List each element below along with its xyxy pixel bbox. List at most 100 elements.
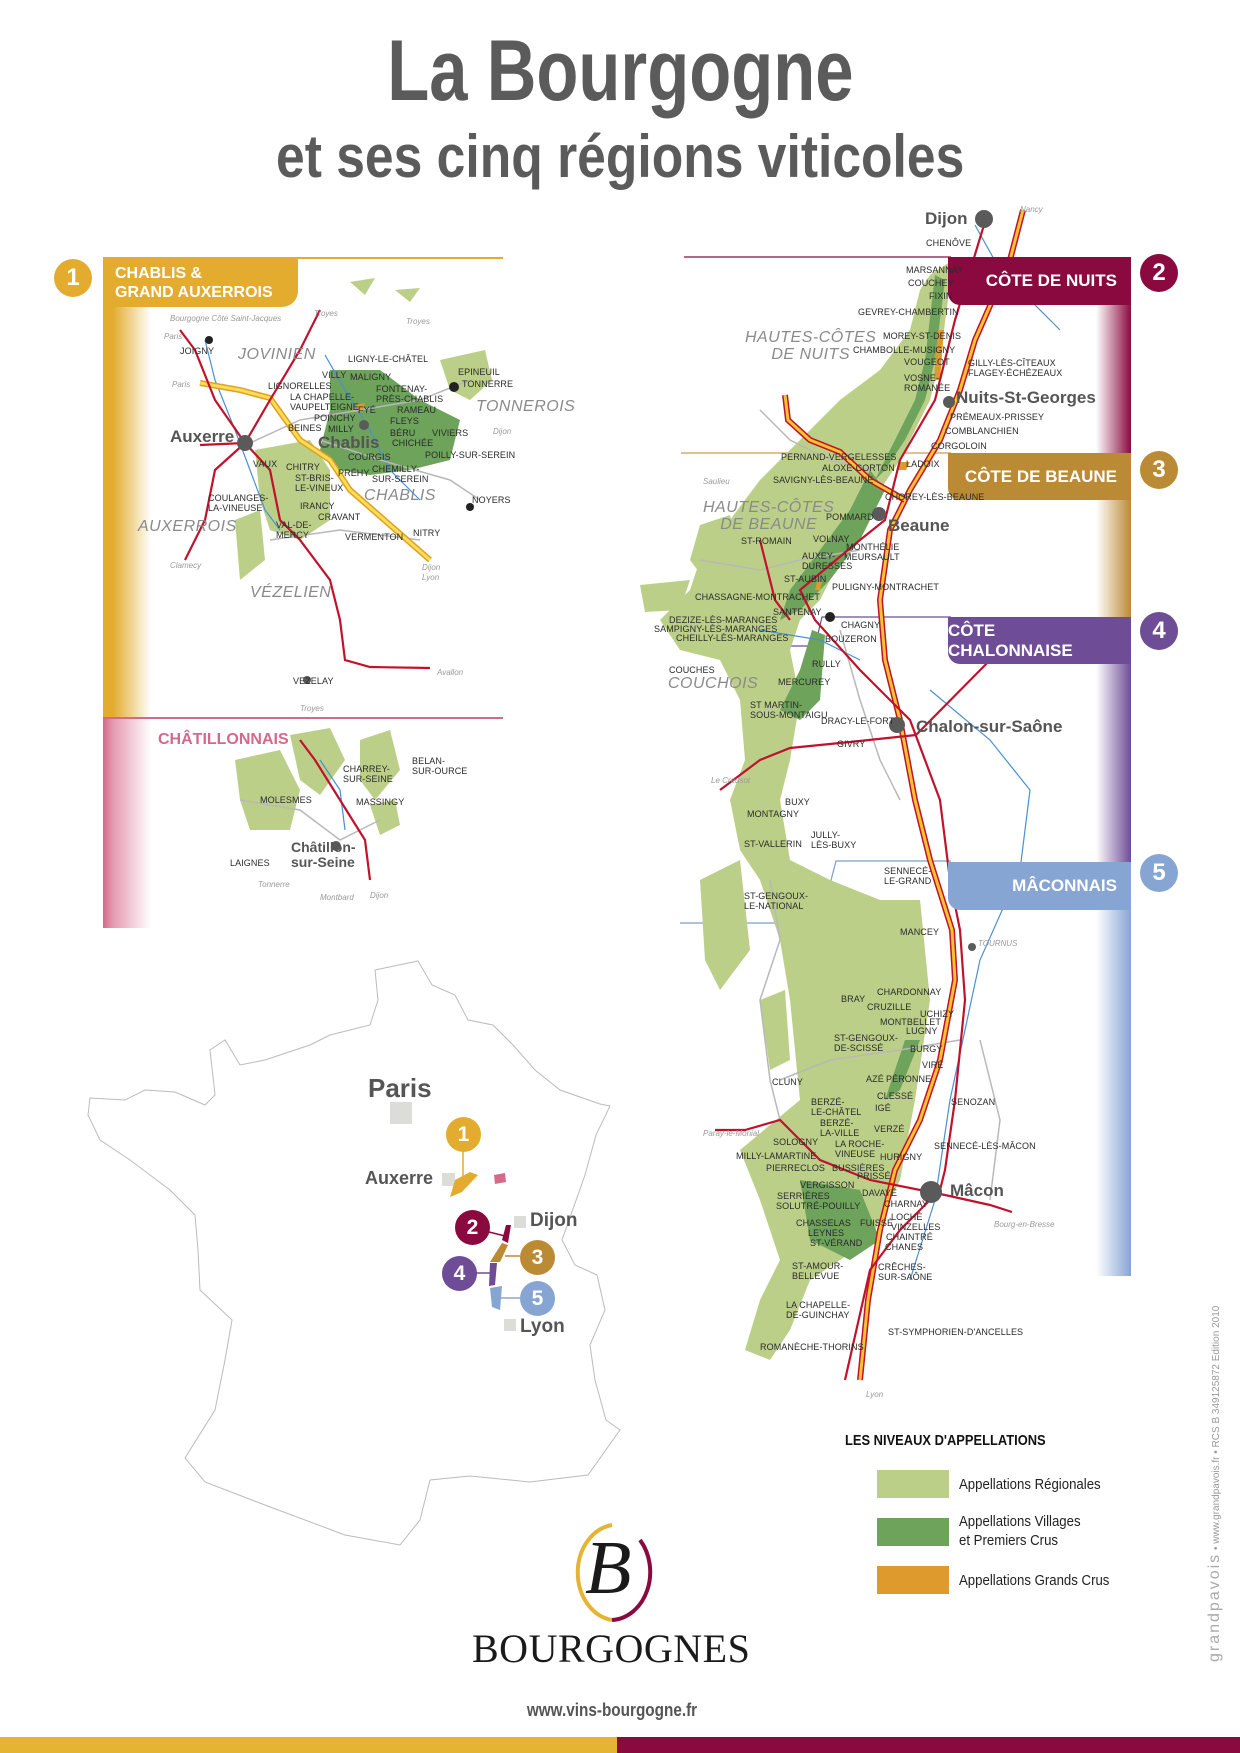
auxerre-square (442, 1173, 455, 1186)
place-label: Dijon (370, 891, 389, 900)
place-label: JULLY- LÈS-BUXY (811, 830, 857, 850)
legend-label-grand-cru: Appellations Grands Crus (959, 1572, 1110, 1589)
place-label: CORGOLOIN (931, 441, 987, 451)
place-label: HURIGNY (880, 1152, 923, 1162)
place-label: MANCEY (900, 927, 940, 937)
place-label: COUCHEY (908, 278, 954, 288)
place-label: SAMPIGNY-LÈS-MARANGES (654, 624, 778, 634)
place-label: ST-GENGOUX- LE-NATIONAL (744, 891, 809, 911)
region-number-4: 4 (1140, 612, 1178, 650)
place-label: BRAY (841, 994, 866, 1004)
place-label: LEYNES (808, 1228, 845, 1238)
france-marker-2[interactable]: 2 (455, 1210, 490, 1245)
chatillonnais-frame-line (103, 717, 503, 719)
place-label: AUXEY- DURESSES (802, 551, 853, 571)
place-label: MONTHÉLIE (846, 542, 900, 552)
chatillonnais-title: CHÂTILLONNAIS (158, 731, 289, 748)
region-tab-cote-chalonnaise[interactable]: CÔTE CHALONNAISE (948, 617, 1131, 664)
place-label: POINCHY (314, 413, 356, 423)
place-label: CHANES (885, 1242, 924, 1252)
place-label: Saulieu (703, 477, 730, 486)
place-label: ST-AMOUR- BELLEVUE (792, 1261, 844, 1281)
france-city-lyon: Lyon (520, 1316, 565, 1337)
france-marker-1[interactable]: 1 (446, 1117, 481, 1152)
place-label: BÉRU (390, 428, 416, 438)
region-tab-maconnais[interactable]: MÂCONNAIS (948, 862, 1131, 910)
place-label: PULIGNY-MONTRACHET (832, 582, 939, 592)
page-subtitle: et ses cinq régions viticoles (275, 123, 965, 190)
national-roads (179, 224, 1013, 1381)
website-link[interactable]: www.vins-bourgogne.fr (526, 1700, 698, 1720)
place-label: Paris (164, 332, 183, 341)
place-label: POMMARD (826, 512, 874, 522)
place-label: HAUTES-CÔTES DE BEAUNE (703, 499, 835, 533)
place-label: SAVIGNY-LÈS-BEAUNE (773, 475, 874, 485)
place-label: SOLOGNY (773, 1137, 819, 1147)
place-label: MASSINGY (356, 797, 405, 807)
place-label: AUXERROIS (138, 518, 237, 535)
place-label: LIGNORELLES (268, 381, 332, 391)
place-label: Troyes (406, 317, 430, 326)
place-label: NITRY (413, 528, 441, 538)
france-outline (87, 960, 621, 1546)
place-label: CHAINTRÉ (886, 1232, 933, 1242)
place-label: ST-VÉRAND (810, 1238, 863, 1248)
place-label: SERRIÈRES (777, 1191, 830, 1201)
place-label: DRACY-LE-FORT (821, 716, 895, 726)
place-label: TONNEROIS (476, 398, 576, 415)
place-label: BURGY (910, 1044, 943, 1054)
place-label: COUCHOIS (668, 675, 759, 692)
place-label: VINZELLES (891, 1222, 941, 1232)
place-label: CHAMBOLLE-MUSIGNY (853, 345, 956, 355)
france-marker-4[interactable]: 4 (442, 1256, 477, 1291)
place-label: FONTENAY- PRÈS-CHABLIS (376, 384, 444, 404)
place-label: UCHIZY (920, 1009, 955, 1019)
paris-square (390, 1102, 412, 1124)
france-marker-5[interactable]: 5 (520, 1281, 555, 1316)
place-label: CHEILLY-LÈS-MARANGES (676, 633, 789, 643)
place-label: ALOXE-CORTON (822, 463, 895, 473)
region-number-1: 1 (54, 259, 92, 297)
place-label: VOSNE- ROMANÉE (904, 373, 951, 393)
place-label: Auxerre (170, 427, 235, 446)
place-label: VEZELAY (293, 676, 334, 686)
place-label: VAUX (253, 459, 278, 469)
place-label: Mâcon (950, 1181, 1004, 1200)
place-label: BERZÉ- LE-CHÂTEL (811, 1097, 862, 1117)
place-label: PRÉMEAUX-PRISSEY (950, 412, 1045, 422)
place-label: Dijon Lyon (422, 563, 441, 582)
place-label: CHAGNY (841, 620, 881, 630)
place-label: ST-VALLERIN (744, 839, 802, 849)
place-label: GILLY-LÈS-CÎTEAUX (968, 358, 1056, 368)
place-label: SENNECÉ- LE-GRAND (884, 866, 932, 886)
bourgognes-logo (575, 1523, 653, 1622)
place-label: MOREY-ST-DENIS (883, 331, 962, 341)
place-label: PRISSÉ (857, 1171, 891, 1181)
place-label: CHABLIS (364, 487, 436, 504)
france-city-paris: Paris (368, 1073, 432, 1103)
france-marker-3[interactable]: 3 (520, 1240, 555, 1275)
logo-wordmark: BOURGOGNES (472, 1626, 751, 1671)
region-tab-chablis[interactable]: CHABLIS & GRAND AUXERROIS (103, 258, 298, 307)
place-label: LA CHAPELLE- DE-GUINCHAY (786, 1300, 851, 1320)
place-label: MEURSAULT (844, 552, 900, 562)
place-label: CRÊCHES- SUR-SAÔNE (878, 1262, 933, 1282)
place-label: FIXIN (929, 291, 953, 301)
place-label: ST-ROMAIN (741, 536, 792, 546)
place-label: COURGIS (348, 452, 391, 462)
region-tab-cote-de-nuits[interactable]: CÔTE DE NUITS (948, 257, 1131, 305)
place-label: BUXY (785, 797, 810, 807)
logo-letter: B (585, 1526, 632, 1610)
place-label: Bourg-en-Bresse (994, 1220, 1055, 1229)
place-label: JOVINIEN (238, 346, 316, 363)
place-label: ST-SYMPHORIEN-D'ANCELLES (888, 1327, 1024, 1337)
region-number-3: 3 (1140, 451, 1178, 489)
region-tab-cote-de-beaune[interactable]: CÔTE DE BEAUNE (948, 453, 1131, 500)
place-label: ROMANÈCHE-THORINS (760, 1342, 864, 1352)
place-label: LUGNY (906, 1026, 938, 1036)
place-label: LOCHÉ (891, 1212, 923, 1222)
legend-swatch-villages (877, 1518, 949, 1546)
place-label: VAL-DE- MERCY (276, 520, 312, 540)
place-label: MONTBELLET (880, 1017, 942, 1027)
